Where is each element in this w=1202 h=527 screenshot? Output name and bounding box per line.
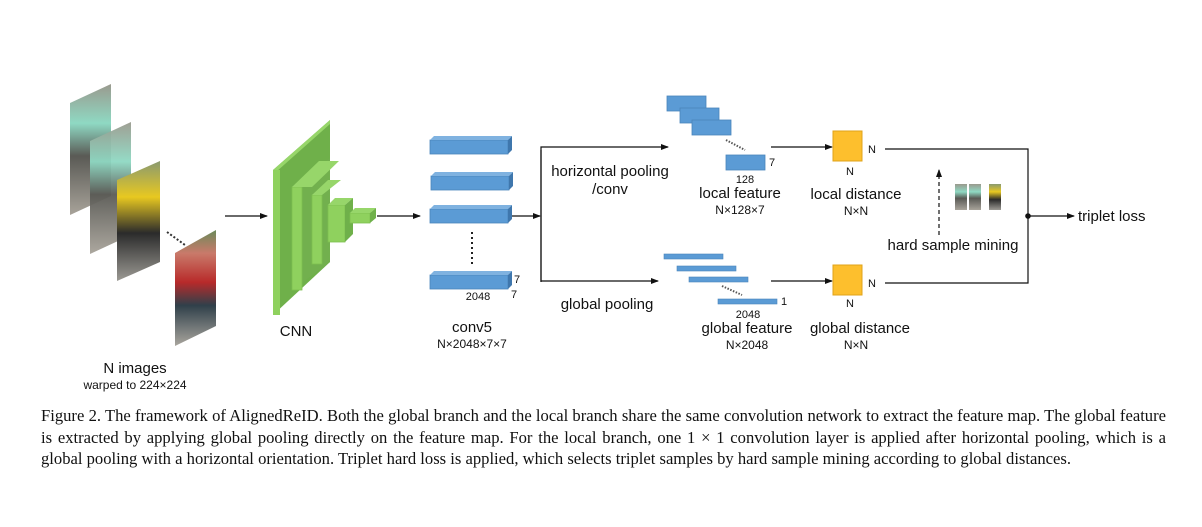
triplet-loss-label: triplet loss: [1078, 208, 1146, 225]
local-op-label-line2: /conv: [592, 181, 628, 198]
merge-node: [1025, 213, 1031, 219]
person-image-3: [117, 161, 160, 281]
ellipsis-dots: [725, 139, 746, 151]
global-distance-matrix: [832, 264, 863, 296]
conv5-dim-width: 2048: [466, 291, 490, 303]
conv5-shape: N×2048×7×7: [437, 337, 507, 351]
local-feature-shape: N×128×7: [715, 203, 765, 217]
conv5-slice: [429, 271, 512, 290]
ellipsis-dots: [721, 285, 743, 296]
global-feature-bar: [717, 298, 778, 305]
global-feature-shape: N×2048: [726, 338, 769, 352]
local-distance-matrix: [832, 130, 863, 162]
ellipsis-dots: [166, 231, 186, 246]
positive-sample-image: [969, 184, 981, 210]
conv5-dim-height: 7: [514, 274, 520, 286]
local-feature-bar: [725, 154, 766, 171]
local-matrix-dim-bottom: N: [846, 166, 854, 178]
local-distance-shape: N×N: [844, 204, 868, 218]
global-feature-label: global feature: [702, 320, 793, 337]
local-op-label-line1: horizontal pooling: [551, 163, 669, 180]
negative-sample-image: [989, 184, 1001, 210]
global-branch-connector: [540, 150, 659, 284]
global-feature-stack: [663, 253, 778, 305]
cnn-label: CNN: [280, 323, 313, 340]
global-matrix-dim-right: N: [868, 278, 876, 290]
input-images: [70, 84, 216, 346]
global-dim-width: 2048: [736, 309, 760, 321]
local-distance-label: local distance: [811, 186, 902, 203]
global-matrix-dim-bottom: N: [846, 298, 854, 310]
local-feature-label: local feature: [699, 185, 781, 202]
local-matrix-dim-right: N: [868, 144, 876, 156]
local-dim-width: 128: [736, 174, 754, 186]
local-feature-stack: [666, 95, 766, 171]
alignedreid-framework-diagram: N images warped to 224×224 CNN: [70, 84, 1146, 392]
local-distance-connector: [885, 148, 1029, 284]
conv5-slice: [429, 136, 512, 155]
conv5-dim-depth: 7: [511, 289, 517, 301]
conv5-slice: [430, 172, 513, 191]
global-distance-shape: N×N: [844, 338, 868, 352]
global-op-label: global pooling: [561, 296, 654, 313]
global-dim-height: 1: [781, 296, 787, 308]
local-dim-height: 7: [769, 157, 775, 169]
cnn-block: [273, 120, 376, 315]
conv5-feature-map: [429, 136, 513, 290]
person-image-n: [175, 230, 216, 346]
conv5-slice: [429, 205, 512, 224]
mined-triplet-samples: [955, 184, 1001, 210]
conv5-label: conv5: [452, 319, 492, 336]
input-title: N images: [103, 360, 166, 377]
input-subtitle: warped to 224×224: [82, 378, 186, 392]
global-distance-label: global distance: [810, 320, 910, 337]
anchor-sample-image: [955, 184, 967, 210]
hard-sample-mining-label: hard sample mining: [888, 237, 1019, 254]
figure-caption: Figure 2. The framework of AlignedReID. …: [41, 406, 1166, 468]
